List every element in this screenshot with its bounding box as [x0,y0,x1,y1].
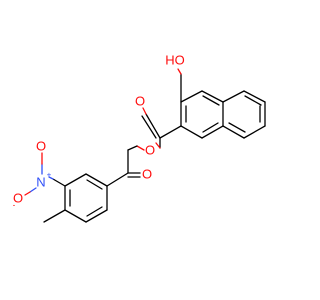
bond [85,209,108,223]
bond [202,95,220,106]
bond [142,107,147,115]
bond [24,191,31,196]
nitro-oxygen-label: O [36,139,46,154]
bond [64,173,87,187]
bond [201,90,224,103]
bond [228,122,246,133]
bond [29,187,37,193]
bond [48,176,54,180]
ketone-oxygen-label: O [142,167,152,182]
bond [243,125,266,139]
ester-oxygen-label: O [145,143,155,158]
bond [202,122,219,133]
bond [244,95,262,106]
bond [136,145,145,151]
bond [243,90,266,103]
nitro-nitrogen-charge: + [47,171,52,180]
bonds [24,68,266,223]
bond [201,125,224,139]
nitro-oxygen-minus-label: O [13,191,23,206]
ester-carbonyl-oxygen-label: O [135,94,145,109]
bond [86,179,103,190]
nitro-nitrogen-label: N [36,175,45,190]
bond [155,142,161,149]
bond [86,206,103,217]
hydroxyl-oxygen-label: HO [165,53,185,68]
atom-labels: HO O O O N + O O - [13,53,185,210]
bond [106,172,129,187]
bond [141,115,157,139]
nitro-oxygen-charge: - [13,201,16,210]
bond [64,209,87,223]
bond [177,68,182,75]
bond [222,90,245,103]
bond [222,125,245,139]
bond [180,90,203,103]
molecule-structure-diagram: HO O O O N + O O - [13,53,266,223]
bond [85,173,108,187]
bond [43,209,66,223]
bond [145,113,161,139]
bond [127,145,138,151]
bond [159,125,182,139]
bond [180,125,203,139]
bond [52,178,66,187]
